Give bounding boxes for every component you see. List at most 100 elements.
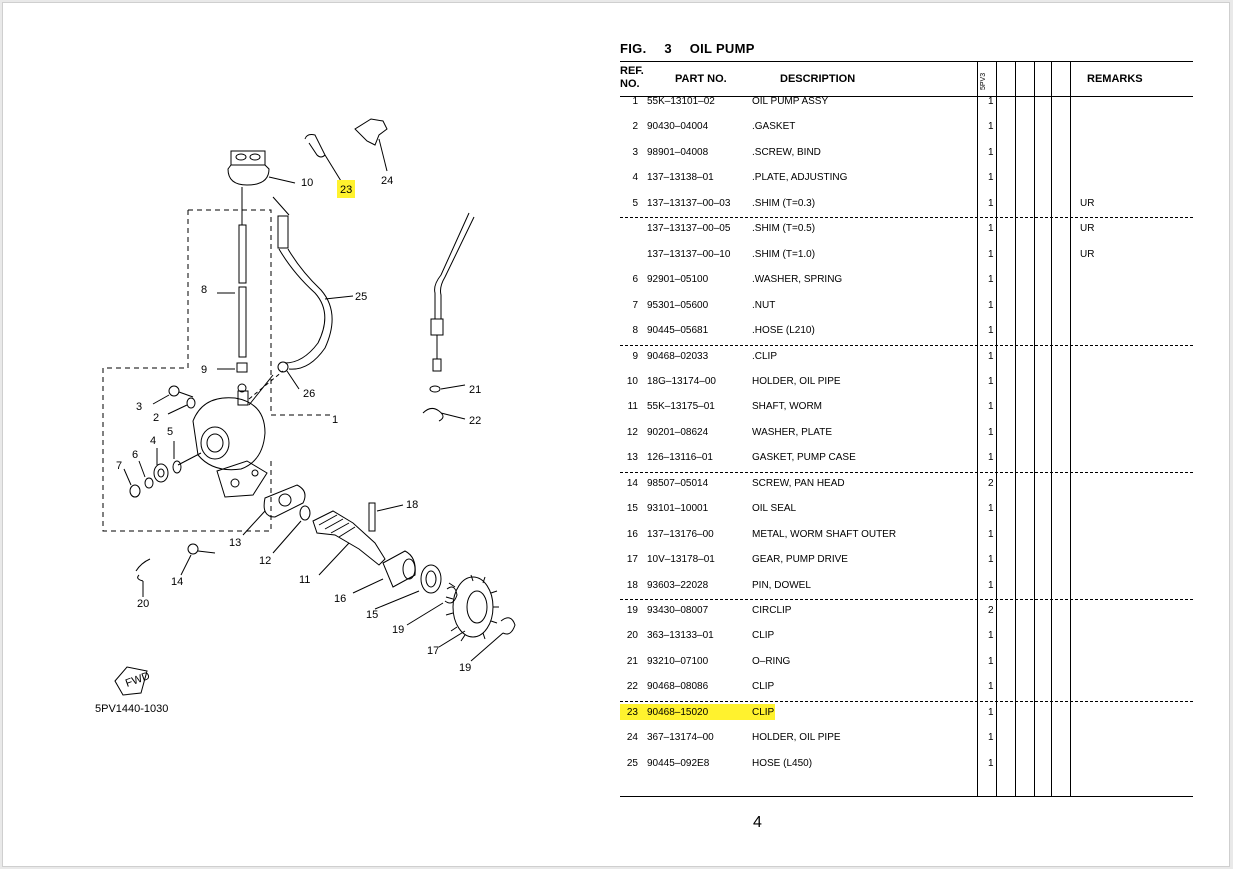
callout-23: 23 bbox=[340, 184, 352, 196]
callout-10: 10 bbox=[301, 177, 313, 189]
cell-quantity: 1 bbox=[988, 96, 994, 107]
cell-quantity: 1 bbox=[988, 375, 994, 387]
figure-title: FIG. 3 OIL PUMP bbox=[620, 41, 755, 56]
cell-ref: 16 bbox=[626, 528, 638, 540]
cell-quantity: 1 bbox=[988, 503, 994, 515]
group-separator bbox=[620, 700, 1193, 702]
cell-quantity: 1 bbox=[988, 197, 994, 209]
callout-12: 12 bbox=[259, 555, 271, 567]
cell-quantity: 1 bbox=[988, 681, 994, 693]
header-part-no: PART NO. bbox=[675, 73, 727, 85]
cell-part-no: 90430–04004 bbox=[647, 121, 709, 133]
cell-description: WASHER, PLATE bbox=[752, 426, 833, 438]
cell-ref: 3 bbox=[632, 146, 638, 158]
cell-part-no: 90445–092E8 bbox=[647, 757, 710, 769]
cell-quantity: 1 bbox=[988, 528, 994, 540]
table-bottom-rule bbox=[620, 796, 1193, 797]
cell-quantity: 1 bbox=[988, 452, 994, 464]
cell-ref: 21 bbox=[626, 655, 638, 667]
cell-part-no: 363–13133–01 bbox=[647, 630, 714, 642]
cell-part-no: 18G–13174–00 bbox=[647, 375, 716, 387]
callout-4: 4 bbox=[150, 435, 156, 447]
figure-label: FIG. bbox=[620, 41, 647, 56]
cell-ref: 22 bbox=[626, 681, 638, 693]
callout-8: 8 bbox=[201, 284, 207, 296]
callout-24: 24 bbox=[381, 175, 393, 187]
callout-23-highlight bbox=[337, 180, 355, 198]
cell-description: METAL, WORM SHAFT OUTER bbox=[752, 528, 897, 540]
group-separator bbox=[620, 599, 1193, 600]
cell-quantity: 1 bbox=[988, 757, 994, 769]
cell-description: .HOSE (L210) bbox=[752, 325, 815, 337]
cell-ref: 15 bbox=[626, 503, 638, 515]
cell-part-no: 93603–22028 bbox=[647, 579, 709, 591]
cell-part-no: 93101–10001 bbox=[647, 503, 709, 515]
table-top-rule bbox=[620, 61, 1193, 62]
cell-description: CLIP bbox=[752, 630, 775, 642]
cell-description: CLIP bbox=[752, 706, 775, 718]
cell-ref: 18 bbox=[626, 579, 638, 591]
cell-description: SCREW, PAN HEAD bbox=[752, 477, 845, 489]
callout-3: 3 bbox=[136, 401, 142, 413]
cell-part-no: 90468–08086 bbox=[647, 681, 709, 693]
cell-part-no: 55K–13175–01 bbox=[647, 401, 715, 413]
figure-name: OIL PUMP bbox=[689, 41, 755, 56]
cell-remarks: UR bbox=[1080, 223, 1095, 235]
cell-part-no: 137–13137–00–03 bbox=[647, 197, 731, 209]
cell-quantity: 1 bbox=[988, 350, 994, 362]
cell-part-no: 367–13174–00 bbox=[647, 732, 714, 744]
callout-17: 17 bbox=[427, 645, 439, 657]
callout-6: 6 bbox=[132, 449, 138, 461]
cell-part-no: 98507–05014 bbox=[647, 477, 709, 489]
callout-1: 1 bbox=[332, 414, 338, 426]
callout-25: 25 bbox=[355, 291, 367, 303]
cell-part-no: 98901–04008 bbox=[647, 146, 709, 158]
cell-quantity: 1 bbox=[988, 274, 994, 286]
page-number: 4 bbox=[753, 814, 762, 831]
cell-description: .SHIM (T=0.5) bbox=[752, 223, 816, 235]
callout-21: 21 bbox=[469, 384, 481, 396]
callout-26: 26 bbox=[303, 388, 315, 400]
cell-quantity: 1 bbox=[988, 325, 994, 337]
cell-ref: 24 bbox=[626, 732, 638, 744]
cell-quantity: 1 bbox=[988, 299, 994, 311]
cell-description: .SHIM (T=1.0) bbox=[752, 248, 816, 260]
cell-part-no: 137–13137–00–10 bbox=[647, 248, 731, 260]
cell-quantity: 1 bbox=[988, 401, 994, 413]
cell-quantity: 1 bbox=[988, 426, 994, 438]
cell-description: .WASHER, SPRING bbox=[752, 274, 843, 286]
cell-ref: 12 bbox=[626, 426, 638, 438]
cell-part-no: 90201–08624 bbox=[647, 426, 709, 438]
callout-19b: 19 bbox=[459, 662, 471, 674]
callout-11: 11 bbox=[299, 574, 310, 586]
cell-quantity: 1 bbox=[988, 146, 994, 158]
table-header-rule bbox=[620, 96, 1193, 97]
cell-ref: 2 bbox=[632, 121, 638, 133]
cell-part-no: 10V–13178–01 bbox=[647, 554, 715, 566]
callout-13: 13 bbox=[229, 537, 241, 549]
cell-part-no: 137–13137–00–05 bbox=[647, 223, 731, 235]
cell-part-no: 95301–05600 bbox=[647, 299, 709, 311]
callout-15: 15 bbox=[366, 609, 378, 621]
cell-ref: 10 bbox=[626, 375, 638, 387]
group-separator bbox=[620, 344, 1193, 346]
cell-ref: 25 bbox=[626, 757, 638, 769]
cell-remarks: UR bbox=[1080, 197, 1095, 209]
cell-description: GEAR, PUMP DRIVE bbox=[752, 554, 848, 566]
cell-description: .PLATE, ADJUSTING bbox=[752, 172, 848, 184]
cell-quantity: 2 bbox=[988, 605, 994, 616]
